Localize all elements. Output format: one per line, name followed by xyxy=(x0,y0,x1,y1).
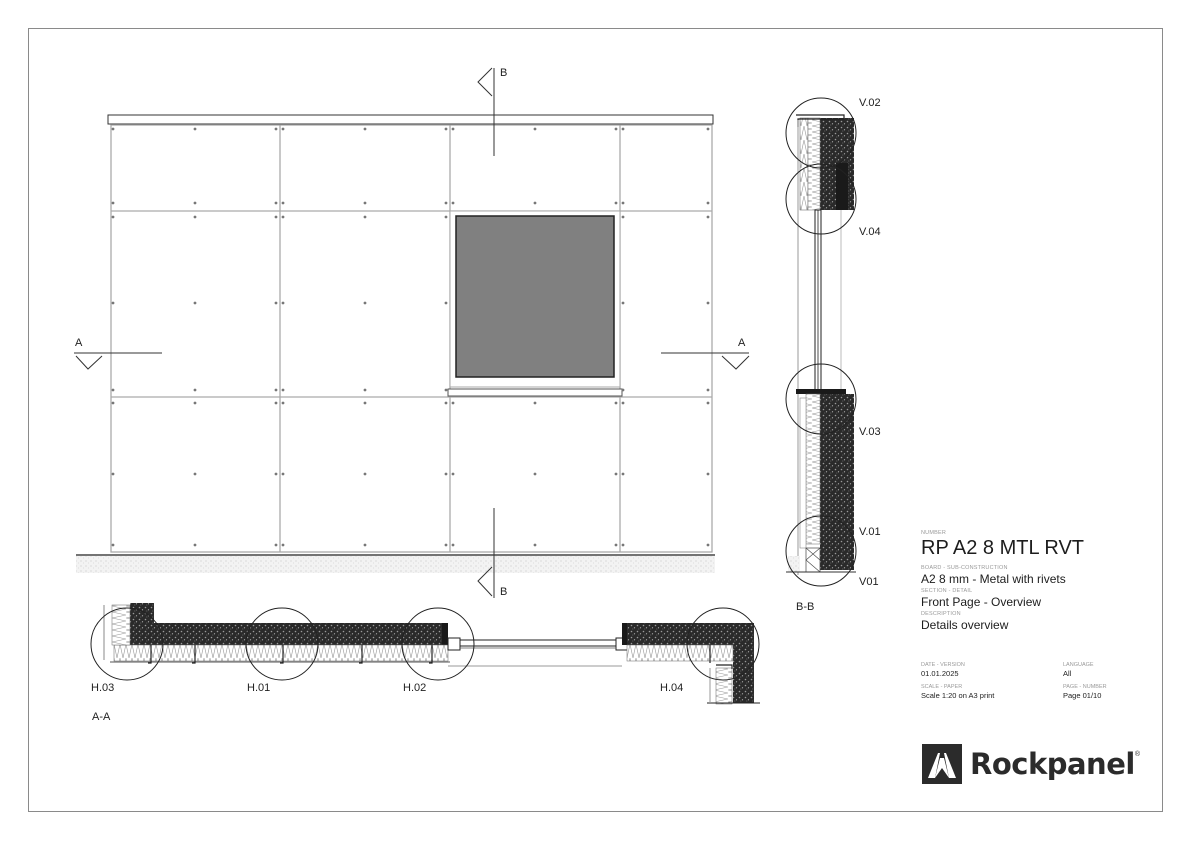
page-block: PAGE - NUMBER Page 01/10 xyxy=(1063,684,1107,701)
rockpanel-logo: Rockpanel ® xyxy=(922,744,1140,784)
logo-wordmark: Rockpanel xyxy=(970,747,1135,781)
section-title-aa: A-A xyxy=(92,711,111,723)
description-value: Details overview xyxy=(921,618,1009,632)
page-caption: PAGE - NUMBER xyxy=(1063,684,1107,690)
scale-block: SCALE - PAPER Scale 1:20 on A3 print xyxy=(921,684,994,701)
page-value: Page 01/10 xyxy=(1063,691,1102,700)
detail-label-v03: V.03 xyxy=(859,426,881,438)
drawing-number: RP A2 8 MTL RVT xyxy=(921,537,1085,559)
detail-label-v01-alt: V01 xyxy=(859,576,879,588)
detail-label-h02: H.02 xyxy=(403,682,426,694)
language-block: LANGUAGE All xyxy=(1063,662,1094,679)
language-caption: LANGUAGE xyxy=(1063,662,1094,668)
number-caption: NUMBER xyxy=(921,530,947,536)
date-value: 01.01.2025 xyxy=(921,669,959,678)
scale-value: Scale 1:20 on A3 print xyxy=(921,691,995,700)
section-mark-a-left: A xyxy=(75,337,83,349)
detail-label-v01: V.01 xyxy=(859,526,881,538)
sheet-border xyxy=(28,28,1163,812)
detail-label-h03: H.03 xyxy=(91,682,114,694)
registered-mark: ® xyxy=(1134,750,1140,758)
date-caption: DATE - VERSION xyxy=(921,662,965,668)
vertical-section-bb xyxy=(785,97,857,587)
scale-caption: SCALE - PAPER xyxy=(921,684,963,690)
detail-label-v04: V.04 xyxy=(859,226,881,238)
language-value: All xyxy=(1063,669,1072,678)
section-title-bb: B-B xyxy=(796,601,814,613)
detail-label-h04: H.04 xyxy=(660,682,683,694)
description-caption: DESCRIPTION xyxy=(921,611,961,617)
board-caption: BOARD - SUB-CONSTRUCTION xyxy=(921,565,1008,571)
horizontal-section-aa xyxy=(90,603,760,705)
section-caption: SECTION - DETAIL xyxy=(921,588,973,594)
rockpanel-mark-icon xyxy=(922,744,962,784)
detail-label-v02: V.02 xyxy=(859,97,881,109)
date-block: DATE - VERSION 01.01.2025 xyxy=(921,662,965,679)
board-value: A2 8 mm - Metal with rivets xyxy=(921,572,1066,586)
detail-label-h01: H.01 xyxy=(247,682,270,694)
title-block: NUMBER RP A2 8 MTL RVT BOARD - SUB-CONST… xyxy=(921,530,1084,632)
section-mark-b-bottom: B xyxy=(500,586,507,598)
section-value: Front Page - Overview xyxy=(921,595,1042,609)
facade-elevation xyxy=(74,67,750,598)
section-mark-a-right: A xyxy=(738,337,746,349)
section-mark-b-top: B xyxy=(500,67,507,79)
